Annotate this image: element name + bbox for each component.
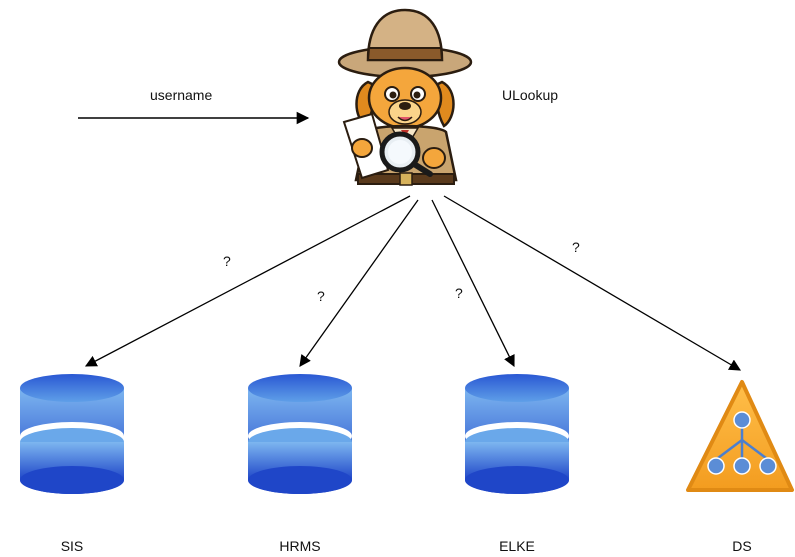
sis-database-icon [20,374,124,494]
edge-label-ds: ? [572,239,580,255]
edge-label-elke: ? [455,285,463,301]
edge-sis [84,195,411,367]
node-label-elke: ELKE [499,538,535,554]
edge-elke [431,199,515,368]
node-label-sis: SIS [60,538,84,554]
detective-dog-icon [337,8,473,186]
directory-service-icon [686,380,794,492]
hrms-database-icon [248,374,352,494]
lookup-label: ULookup [502,87,559,103]
edge-hrms [299,199,419,367]
edge-label-hrms: ? [317,288,325,304]
node-label-ds: DS [732,538,752,554]
elke-database-icon [465,374,569,494]
input-label: username [150,87,213,103]
edge-label-sis: ? [223,253,231,269]
edge-ds [443,195,742,371]
node-label-hrms: HRMS [279,538,321,554]
